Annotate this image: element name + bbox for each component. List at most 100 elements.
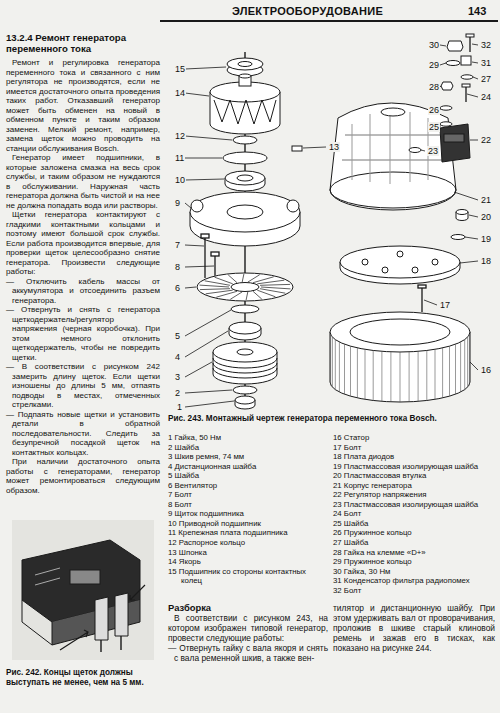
callout-number: 27 [480,74,492,84]
callout-number: 12 [174,131,186,141]
parts-list-item: 9 Щиток подшипника [168,509,328,519]
callout-number: 20 [480,212,492,222]
parts-list-item: 1 Гайка, 50 Нм [168,433,328,443]
parts-list-item: 31 Конденсатор фильтра радиопомех [333,576,495,586]
callout-number: 23 [427,146,439,156]
parts-list-item: 24 Болт [333,509,495,519]
parts-list-item: 27 Шайба [333,538,495,548]
body-column: Ремонт и регулировка генератора переменн… [6,58,160,495]
parts-list-item: 12 Распорное кольцо [168,538,328,548]
callout-number: 32 [480,40,492,50]
rotor [210,74,280,134]
figure-caption: Рис. 243. Монтажный чертеж генератора пе… [168,414,494,424]
voltage-regulator [440,124,470,162]
insulating-washer [409,148,421,153]
callout-number: 30 [428,40,440,50]
parts-list: 16 Статор17 Болт18 Плата диодов19 Пластм… [333,433,495,595]
text-column: тилятор и дистанционную шайбу. При этом … [333,604,495,654]
callout-number: 13 [328,142,340,152]
callout-number: 19 [480,234,492,244]
section-heading: 13.2.4 Ремонт генератора переменного ток… [6,32,158,54]
callout-number: 14 [174,88,186,98]
key [292,146,302,151]
alternator-housing [330,103,456,210]
body-text: В соответствии с рисунком 243, на которо… [168,614,328,644]
parts-list-item: 32 Болт [333,586,495,596]
parts-list-item: 6 Вентилятор [168,481,328,491]
parts-list-item: 23 Пластмассовая изолирующая шайба [333,500,495,510]
parts-list-item: 16 Статор [333,433,495,443]
callout-number: 8 [174,262,181,272]
parts-list-item: 18 Плата диодов [333,452,495,462]
parts-list-item: 7 Болт [168,490,328,500]
small-parts [440,34,474,126]
bearing-plate [223,152,267,164]
callout-number: 22 [480,135,492,145]
callout-number: 6 [174,283,181,293]
parts-list-item: 3 Шкив ремня, 74 мм [168,452,328,462]
drive-bearing [225,171,265,191]
callout-number: 15 [174,64,186,74]
callout-number: 17 [439,300,451,310]
callout-number: 31 [480,58,492,68]
parts-list-item: 5 Шайба [168,471,328,481]
figure-caption: Рис. 242. Концы щеток должны выступать н… [6,668,160,687]
parts-list: 1 Гайка, 50 Нм2 Шайба3 Шкив ремня, 74 мм… [168,433,328,586]
callout-number: 2 [174,388,181,398]
washer [231,305,259,313]
washer [233,386,257,394]
body-text: Генератор имеет подшипники, в которые за… [6,153,160,210]
body-text: — Отключить кабель массы от аккумулятора… [6,277,160,306]
parts-list-item: 26 Пружинное кольцо [333,528,495,538]
callout-number: 10 [174,175,186,185]
parts-list-item: 10 Приводной подшипник [168,519,328,529]
parts-list-item: 2 Шайба [168,443,328,453]
parts-list-item: 20 Пластмассовая втулка [333,471,495,481]
fan [197,273,293,301]
body-text: — В соответствии с рисунком 242 замерить… [6,362,160,410]
callout-number: 11 [174,153,185,163]
brush-holder-figure [12,520,154,660]
subheading: Разборка [168,602,328,614]
parts-list-item: 29 Пружинное кольцо [333,557,495,567]
body-text: Ремонт и регулировка генератора переменн… [6,58,160,153]
belt-pulley [213,342,277,384]
spacer-washer [229,322,261,340]
parts-list-item: 30 Гайка, 30 Нм [333,567,495,577]
parts-list-item: 15 Подшипник со стороны контактных колец [168,567,328,586]
callout-number: 18 [480,256,492,266]
callout-number: 28 [428,82,440,92]
parts-list-item: 13 Шпонка [168,548,328,558]
callout-number: 4 [174,352,181,362]
diode-plate [340,246,460,284]
callout-number: 7 [174,240,181,250]
callout-number: 16 [480,365,492,375]
body-text: — Отвернуть и снять с генератора щеткоде… [6,305,160,362]
callout-number: 25 [428,122,440,132]
leader-lines [185,44,478,407]
parts-list-item: 11 Крепежная плата подшипника [168,528,328,538]
parts-list-item: 28 Гайка на клемме «D+» [333,548,495,558]
header-rule [160,20,498,22]
body-text: Щетки генератора контактируют с гладкими… [6,210,160,277]
page-number: 143 [468,5,486,17]
callout-number: 5 [174,331,181,341]
callout-number: 1 [176,402,183,412]
callout-number: 21 [480,195,492,205]
body-text: — Отвернуть гайку с вала якоря и снять с… [168,644,328,664]
nut [235,396,255,409]
body-text: тилятор и дистанционную шайбу. При этом … [333,604,495,654]
body-text: — Подпаять новые щетки и установить дета… [6,410,160,458]
parts-list-item: 22 Регулятор напряжения [333,490,495,500]
bearing-shield [190,192,300,246]
callout-number: 9 [174,198,181,208]
parts-list-item: 14 Якорь [168,557,328,567]
callout-number: 26 [428,105,440,115]
callout-number: 3 [174,372,181,382]
parts-list-item: 17 Болт [333,443,495,453]
page-header: ЭЛЕКТРООБОРУДОВАНИЕ [232,5,383,17]
spacer-ring [233,136,257,144]
body-text: При наличии достаточного опыта работы с … [6,457,160,495]
figure-caption: Рис. 242. Концы щеток должны выступать н… [6,668,160,687]
parts-list-item: 4 Дистанционная шайба [168,462,328,472]
